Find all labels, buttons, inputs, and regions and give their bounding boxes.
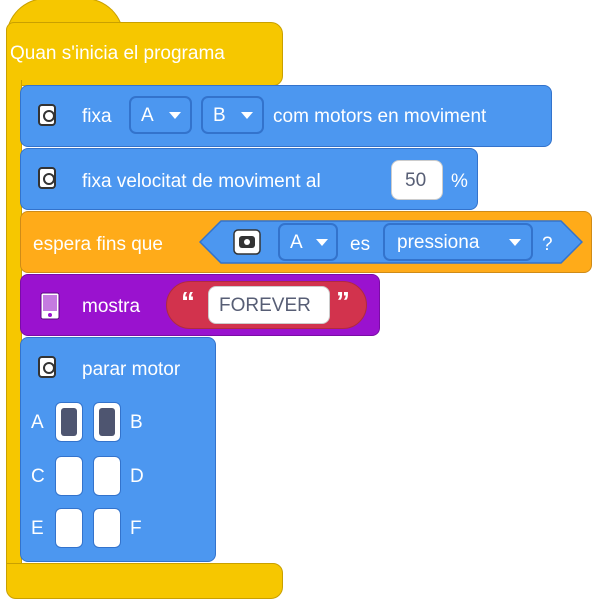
sensor-port-dropdown[interactable]: A — [278, 223, 338, 261]
port-label-d: D — [130, 466, 144, 487]
port-1-dropdown[interactable]: A — [129, 96, 192, 134]
port-f-toggle[interactable] — [93, 508, 121, 548]
motor-icon — [38, 167, 56, 189]
set-motors-prefix: fixa — [82, 106, 112, 127]
chevron-down-icon — [316, 239, 328, 246]
motor-icon — [38, 104, 56, 126]
chevron-down-icon — [509, 239, 521, 246]
port-2-value: B — [213, 105, 226, 126]
display-text-input[interactable]: FOREVER — [208, 286, 330, 324]
open-quote-icon: “ — [181, 286, 195, 317]
port-label-f: F — [130, 518, 142, 539]
hat-block-foot — [6, 563, 283, 599]
set-movement-motors-block[interactable] — [20, 85, 552, 147]
close-quote-icon: ” — [336, 286, 350, 317]
stop-motor-label: parar motor — [82, 359, 181, 380]
hat-label: Quan s'inicia el programa — [10, 43, 225, 64]
light-matrix-icon — [40, 292, 60, 320]
wait-until-label: espera fins que — [33, 234, 163, 255]
chevron-down-icon — [241, 112, 253, 119]
motor-icon — [38, 356, 56, 378]
set-speed-label: fixa velocitat de moviment al — [82, 171, 321, 192]
force-sensor-icon — [233, 229, 261, 255]
port-c-toggle[interactable] — [55, 456, 83, 496]
display-label: mostra — [82, 296, 141, 317]
port-1-value: A — [141, 105, 154, 126]
port-label-a: A — [31, 412, 44, 433]
condition-suffix: ? — [542, 234, 553, 255]
sensor-port-value: A — [290, 232, 303, 253]
event-hat-block[interactable] — [6, 22, 283, 86]
sensor-state-value: pressiona — [397, 232, 480, 253]
port-label-e: E — [31, 518, 44, 539]
port-e-toggle[interactable] — [55, 508, 83, 548]
port-d-toggle[interactable] — [93, 456, 121, 496]
port-a-toggle[interactable] — [55, 402, 83, 442]
speed-value: 50 — [405, 170, 427, 191]
set-motors-suffix: com motors en moviment — [273, 106, 487, 127]
port-2-dropdown[interactable]: B — [201, 96, 264, 134]
speed-unit: % — [451, 171, 468, 192]
display-text-value: FOREVER — [219, 295, 311, 316]
chevron-down-icon — [169, 112, 181, 119]
speed-input[interactable]: 50 — [391, 160, 443, 200]
sensor-state-dropdown[interactable]: pressiona — [383, 223, 533, 261]
port-label-c: C — [31, 466, 45, 487]
port-label-b: B — [130, 412, 143, 433]
condition-connector: es — [350, 234, 371, 255]
port-b-toggle[interactable] — [93, 402, 121, 442]
